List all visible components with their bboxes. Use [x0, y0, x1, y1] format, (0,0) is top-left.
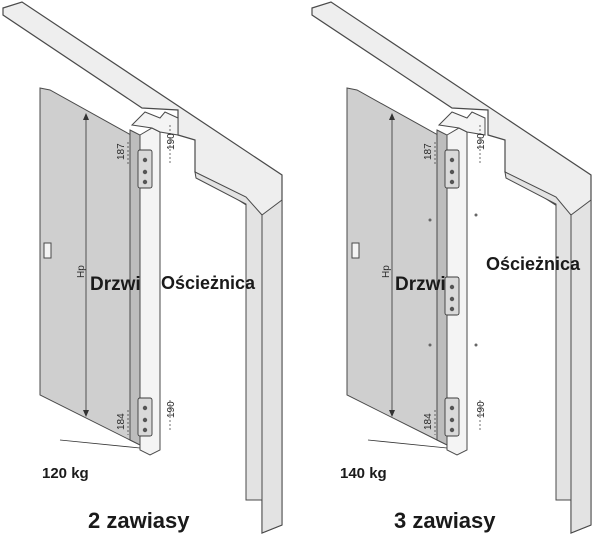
dim-hp-right: Hp — [381, 265, 392, 278]
label-frame-left: Ościeżnica — [161, 273, 256, 293]
hinge-bottom-left — [137, 397, 153, 437]
dim-bottom-184-right: 184 — [423, 413, 434, 430]
label-frame-right: Ościeżnica — [486, 254, 581, 274]
weight-left: 120 kg — [42, 465, 89, 482]
panel-2-hinges — [2, 1, 283, 534]
dim-top-190-left: 190 — [166, 133, 177, 150]
door-handle-right — [351, 242, 360, 259]
dim-top-190-right: 190 — [476, 133, 487, 150]
frame-head-right — [437, 111, 486, 136]
wall-left-reveal — [194, 171, 263, 501]
dim-top-187-right: 187 — [423, 143, 434, 160]
hinge-top-left — [137, 149, 153, 189]
wall-left-edge — [261, 199, 283, 534]
wall-right-reveal — [504, 171, 572, 501]
hinge-bottom-right — [444, 397, 460, 437]
dim-top-187-left: 187 — [116, 143, 127, 160]
hinge-top-right — [444, 149, 460, 189]
hinge-middle-right — [444, 276, 460, 316]
dim-bottom-190-right: 190 — [476, 401, 487, 418]
frame-head-left — [130, 111, 179, 136]
panel-3-hinges — [311, 1, 592, 534]
label-door-right: Drzwi — [395, 274, 446, 295]
weight-right: 140 kg — [340, 465, 387, 482]
dim-hp-left: Hp — [76, 265, 87, 278]
label-door-left: Drzwi — [90, 274, 141, 295]
dim-bottom-190-left: 190 — [166, 401, 177, 418]
caption-left: 2 zawiasy — [88, 508, 190, 533]
caption-right: 3 zawiasy — [394, 508, 496, 533]
door-handle-left — [43, 242, 52, 259]
dim-bottom-184-left: 184 — [116, 413, 127, 430]
door-leaf-right — [346, 87, 448, 446]
wall-right-edge — [570, 199, 592, 534]
door-leaf-left — [39, 87, 141, 446]
